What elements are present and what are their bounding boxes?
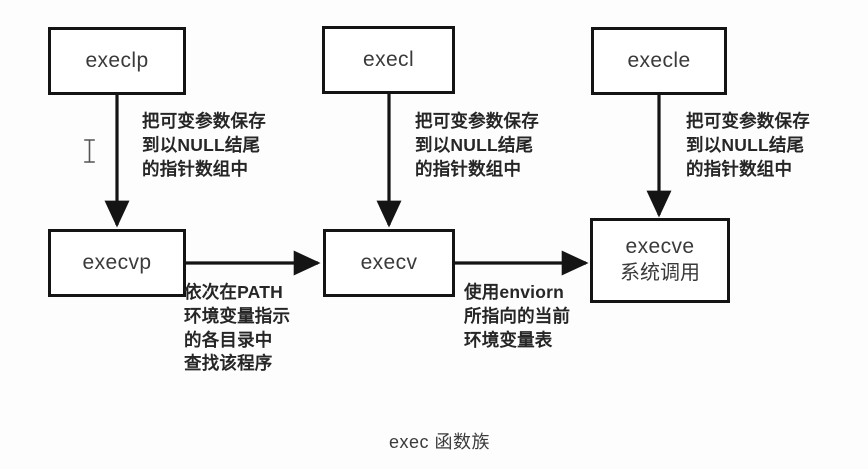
node-execl-label: execl xyxy=(362,47,415,71)
node-execv-label: execv xyxy=(360,250,418,274)
node-execv[interactable]: execv xyxy=(323,229,455,297)
node-execle-label: execle xyxy=(627,48,691,72)
annotation-execle-to-execve: 把可变参数保存 到以NULL结尾 的指针数组中 xyxy=(686,111,810,179)
node-execle[interactable]: execle xyxy=(591,27,727,95)
text-cursor-ibeam xyxy=(84,139,95,163)
annotation-execlp-to-execvp: 把可变参数保存 到以NULL结尾 的指针数组中 xyxy=(142,111,266,179)
annotation-execvp-to-execv: 依次在PATH 环境变量指示 的各目录中 查找该程序 xyxy=(184,282,291,374)
node-execlp[interactable]: execlp xyxy=(48,27,186,95)
node-execve-label: execve xyxy=(625,235,695,259)
annotation-execv-to-execve: 使用enviorn 所指向的当前 环境变量表 xyxy=(464,282,571,350)
annotation-execl-to-execv: 把可变参数保存 到以NULL结尾 的指针数组中 xyxy=(415,111,539,179)
diagram-caption: exec 函数族 xyxy=(389,432,491,452)
node-execvp[interactable]: execvp xyxy=(48,229,186,297)
node-execve-sublabel: 系统调用 xyxy=(620,262,700,285)
node-execl[interactable]: execl xyxy=(322,26,455,94)
node-execve[interactable]: execve 系统调用 xyxy=(590,218,730,303)
node-execvp-label: execvp xyxy=(82,250,152,274)
node-execlp-label: execlp xyxy=(85,48,149,72)
